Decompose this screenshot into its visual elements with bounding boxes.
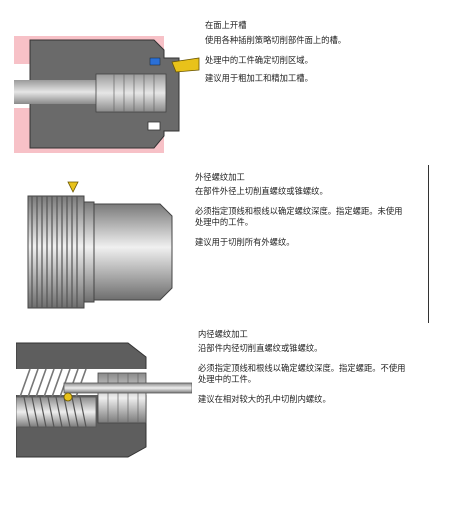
section-od-thread: 外径螺纹加工 在部件外径上切削直螺纹或锥螺纹。 必须指定顶线和根线以确定螺纹深度… xyxy=(0,160,460,323)
description-line: 建议用于粗加工和精加工槽。 xyxy=(205,73,313,83)
description-line: 使用各种插削策略切削部件面上的槽。 xyxy=(205,35,347,45)
description-line: 沿部件内径切削直螺纹或锥螺纹。 xyxy=(198,343,323,353)
section-face-groove: 在面上开槽 使用各种插削策略切削部件面上的槽。 处理中的工件确定切削区域。 建议… xyxy=(0,0,460,160)
od-thread-illustration xyxy=(27,181,173,309)
description-line: 处理中的工件。 xyxy=(195,217,254,227)
section-id-thread: 内径螺纹加工 沿部件内径切削直螺纹或锥螺纹。 必须指定顶线和根线以确定螺纹深度。… xyxy=(0,325,460,485)
section-title: 外径螺纹加工 xyxy=(195,172,245,182)
description-line: 建议用于切削所有外螺纹。 xyxy=(195,237,295,247)
id-thread-illustration xyxy=(16,342,192,458)
face-groove-illustration xyxy=(14,36,200,153)
section-title: 在面上开槽 xyxy=(205,20,247,30)
description-line: 处理中的工件确定切削区域。 xyxy=(205,55,313,65)
section-title: 内径螺纹加工 xyxy=(198,329,248,339)
id-thread-text: 内径螺纹加工 沿部件内径切削直螺纹或锥螺纹。 必须指定顶线和根线以确定螺纹深度。… xyxy=(198,329,453,405)
description-line: 必须指定顶线和根线以确定螺纹深度。指定螺距。未使用 xyxy=(195,206,403,216)
face-groove-text: 在面上开槽 使用各种插削策略切削部件面上的槽。 处理中的工件确定切削区域。 建议… xyxy=(205,20,455,84)
description-line: 在部件外径上切削直螺纹或锥螺纹。 xyxy=(195,186,328,196)
description-line: 建议在相对较大的孔中切削内螺纹。 xyxy=(198,394,331,404)
od-thread-text: 外径螺纹加工 在部件外径上切削直螺纹或锥螺纹。 必须指定顶线和根线以确定螺纹深度… xyxy=(195,172,427,248)
description-line: 必须指定顶线和根线以确定螺纹深度。指定螺距。不使用 xyxy=(198,363,406,373)
divider-line xyxy=(428,165,429,323)
description-line: 处理中的工件。 xyxy=(198,374,257,384)
